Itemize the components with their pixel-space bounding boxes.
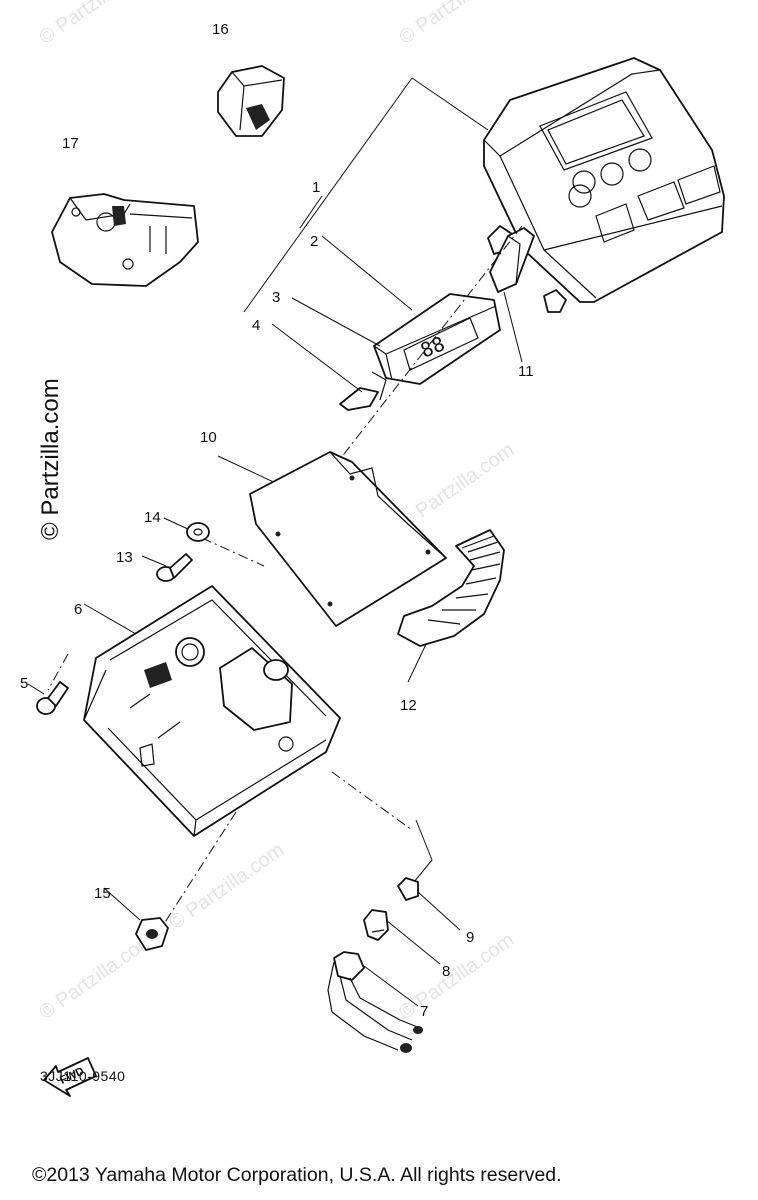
part-1-meter-assembly [483, 57, 725, 313]
callout-3: 3 [272, 289, 280, 306]
part-8-bulb [363, 909, 389, 941]
callout-14: 14 [144, 509, 161, 526]
callout-8: 8 [442, 963, 450, 980]
part-11-clip [489, 227, 535, 293]
watermark-mid-right: © Partzilla.com [395, 439, 518, 534]
part-2-lcd-module: 88 [373, 293, 501, 385]
callout-7: 7 [420, 1003, 428, 1020]
part-6-case [83, 585, 341, 837]
callout-numbers: 1 2 3 4 5 6 7 8 9 10 11 12 13 14 15 16 1… [20, 21, 534, 1020]
assembly-bracket [243, 77, 489, 313]
part-9-socket [397, 877, 419, 901]
parts-diagram: © Partzilla.com © Partzilla.com © Partzi… [20, 0, 725, 1097]
part-16-cap [217, 65, 285, 137]
watermark-top-left: © Partzilla.com [35, 0, 158, 49]
callout-10: 10 [200, 429, 217, 446]
callout-17: 17 [62, 135, 79, 152]
callout-6: 6 [74, 601, 82, 618]
part-14-washer [186, 522, 210, 542]
watermark-vertical: © Partzilla.com [37, 378, 64, 540]
callout-13: 13 [116, 549, 133, 566]
callout-15: 15 [94, 885, 111, 902]
copyright-notice: ©2013 Yamaha Motor Corporation, U.S.A. A… [32, 1164, 562, 1186]
callout-9: 9 [466, 929, 474, 946]
part-5-bolt [36, 681, 69, 715]
callout-1: 1 [312, 179, 320, 196]
part-13-screw [156, 553, 193, 582]
callout-16: 16 [212, 21, 229, 38]
part-10-circuit-board [249, 451, 447, 627]
part-4-connector [339, 371, 387, 411]
part-17-sensor [51, 193, 199, 287]
watermark-top-right: © Partzilla.com [395, 0, 518, 49]
part-7-lamp-socket [327, 951, 423, 1053]
part-12-ribbon-cable [397, 529, 505, 647]
callout-11: 11 [518, 363, 534, 380]
diagram-code: 3JJ110-9540 [40, 1068, 126, 1084]
part-15-grommet [135, 917, 169, 951]
watermark-bottom-mid: © Partzilla.com [165, 839, 288, 934]
fwd-arrow: FWD [43, 1057, 97, 1097]
callout-5: 5 [20, 675, 28, 692]
callout-12: 12 [400, 697, 417, 714]
watermark-bottom-left: © Partzilla.com [35, 929, 158, 1024]
callout-4: 4 [252, 317, 260, 334]
callout-2: 2 [310, 233, 318, 250]
